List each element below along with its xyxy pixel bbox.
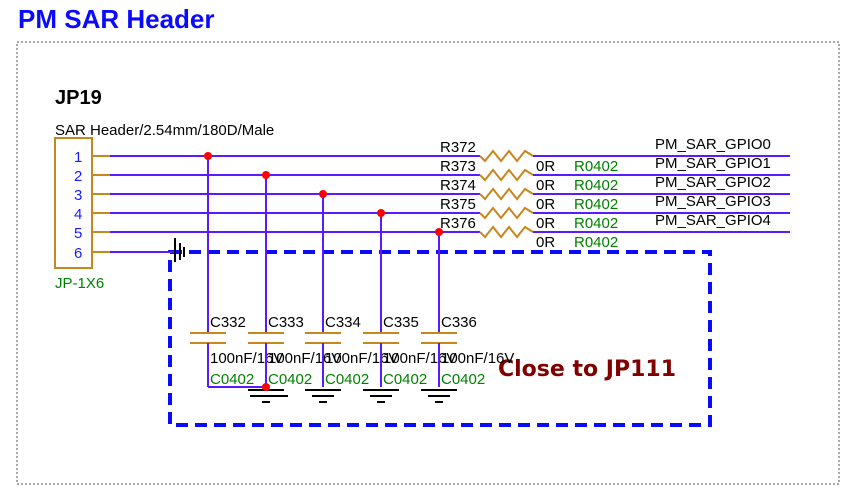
- junction-dot: [262, 383, 270, 391]
- resistor-symbol: [479, 206, 534, 220]
- junction-dot: [377, 209, 385, 217]
- resistor-ref: R372: [440, 139, 476, 156]
- connector-footprint: JP-1X6: [55, 275, 104, 292]
- page-title: PM SAR Header: [18, 4, 215, 34]
- net-label: PM_SAR_GPIO2: [655, 174, 771, 191]
- resistor-value: 0R: [536, 234, 555, 251]
- section-border: [16, 41, 840, 485]
- resistor-value: 0R: [536, 177, 555, 194]
- junction-dot: [435, 228, 443, 236]
- resistor-ref: R373: [440, 158, 476, 175]
- resistor-ref: R376: [440, 215, 476, 232]
- resistor-symbol: [479, 225, 534, 239]
- resistor-ref: R374: [440, 177, 476, 194]
- capacitor-ref: C333: [268, 314, 304, 331]
- resistor-ref: R375: [440, 196, 476, 213]
- resistor-footprint: R0402: [574, 196, 618, 213]
- capacitor-value: 100nF/16V: [441, 350, 514, 367]
- connector-desc: SAR Header/2.54mm/180D/Male: [55, 122, 274, 139]
- resistor-footprint: R0402: [574, 234, 618, 251]
- resistor-value: 0R: [536, 158, 555, 175]
- resistor-footprint: R0402: [574, 158, 618, 175]
- capacitor-footprint: C0402: [383, 371, 427, 388]
- junction-dot: [319, 190, 327, 198]
- resistor-symbol: [479, 168, 534, 182]
- capacitor-footprint: C0402: [441, 371, 485, 388]
- capacitor-footprint: C0402: [210, 371, 254, 388]
- resistor-footprint: R0402: [574, 177, 618, 194]
- net-label: PM_SAR_GPIO3: [655, 193, 771, 210]
- pin-number: 4: [74, 206, 82, 223]
- pin-number: 1: [74, 149, 82, 166]
- resistor-symbol: [479, 187, 534, 201]
- resistor-symbol: [479, 149, 534, 163]
- net-label: PM_SAR_GPIO0: [655, 136, 771, 153]
- capacitor-ref: C332: [210, 314, 246, 331]
- connector-ref: JP19: [55, 87, 102, 109]
- connector-body: [54, 137, 93, 269]
- resistor-value: 0R: [536, 196, 555, 213]
- pin-number: 3: [74, 187, 82, 204]
- capacitor-ref: C336: [441, 314, 477, 331]
- capacitor-footprint: C0402: [325, 371, 369, 388]
- resistor-footprint: R0402: [574, 215, 618, 232]
- capacitor-footprint: C0402: [268, 371, 312, 388]
- pin-number: 2: [74, 168, 82, 185]
- junction-dot: [204, 152, 212, 160]
- net-label: PM_SAR_GPIO4: [655, 212, 771, 229]
- pin-number: 5: [74, 225, 82, 242]
- resistor-value: 0R: [536, 215, 555, 232]
- placement-note: Close to JP111: [498, 357, 676, 382]
- capacitor-ref: C335: [383, 314, 419, 331]
- capacitor-ref: C334: [325, 314, 361, 331]
- pin-number: 6: [74, 245, 82, 262]
- net-label: PM_SAR_GPIO1: [655, 155, 771, 172]
- junction-dot: [262, 171, 270, 179]
